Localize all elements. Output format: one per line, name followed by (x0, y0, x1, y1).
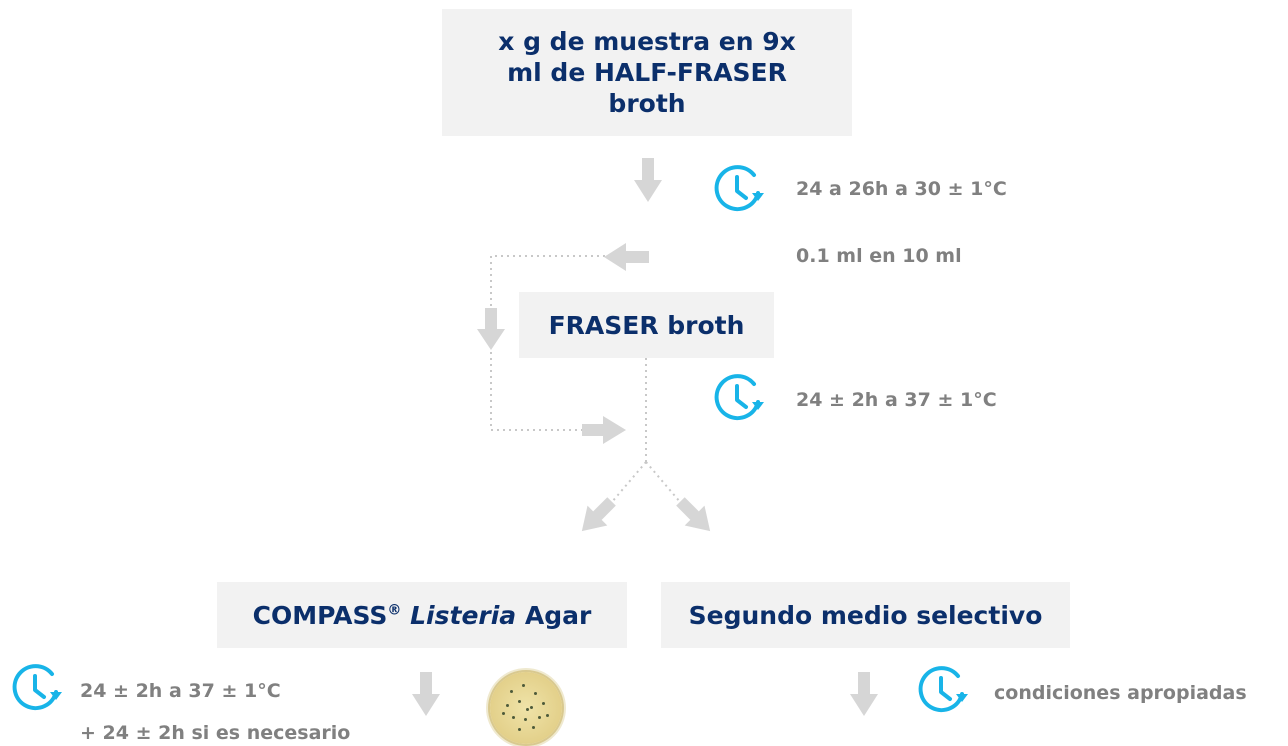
down-arrow-icon (850, 672, 878, 716)
left-arrow-icon (604, 243, 649, 271)
registered-mark: ® (387, 602, 402, 619)
down-left-arrow-icon (581, 497, 616, 532)
incubation-note-1: 24 a 26h a 30 ± 1°C (796, 178, 1007, 200)
compass-brand: COMPASS (252, 600, 388, 630)
transfer-note: 0.1 ml en 10 ml (796, 245, 962, 267)
sample-box: x g de muestra en 9x ml de HALF-FRASER b… (442, 9, 852, 136)
compass-box: COMPASS® Listeria Agar (217, 582, 627, 648)
down-arrow-icon (477, 308, 505, 350)
compass-italic: Listeria (410, 600, 517, 630)
second-medium-box: Segundo medio selectivo (661, 582, 1070, 648)
fraser-box: FRASER broth (519, 292, 774, 358)
down-right-arrow-icon (676, 497, 711, 532)
clock-icon (714, 374, 764, 421)
incubation-note-4: condiciones apropiadas (994, 682, 1247, 704)
petri-dish-image (490, 672, 562, 744)
clock-icon (12, 664, 62, 711)
incubation-note-2: 24 ± 2h a 37 ± 1°C (796, 389, 997, 411)
compass-suffix: Agar (524, 600, 592, 630)
sample-line-2: ml de HALF-FRASER (507, 58, 787, 87)
right-arrow-icon (582, 416, 626, 444)
incubation-note-3-extra: + 24 ± 2h si es necesario (80, 722, 351, 744)
down-arrow-icon (412, 672, 440, 716)
sample-line-3: broth (608, 89, 686, 118)
second-medium-label: Segundo medio selectivo (688, 600, 1043, 630)
fraser-label: FRASER broth (548, 310, 745, 340)
clock-icon (714, 165, 764, 212)
down-arrow-icon (634, 158, 662, 202)
clock-icon (918, 666, 968, 713)
sample-line-1: x g de muestra en 9x (498, 27, 796, 56)
incubation-note-3: 24 ± 2h a 37 ± 1°C (80, 680, 281, 702)
